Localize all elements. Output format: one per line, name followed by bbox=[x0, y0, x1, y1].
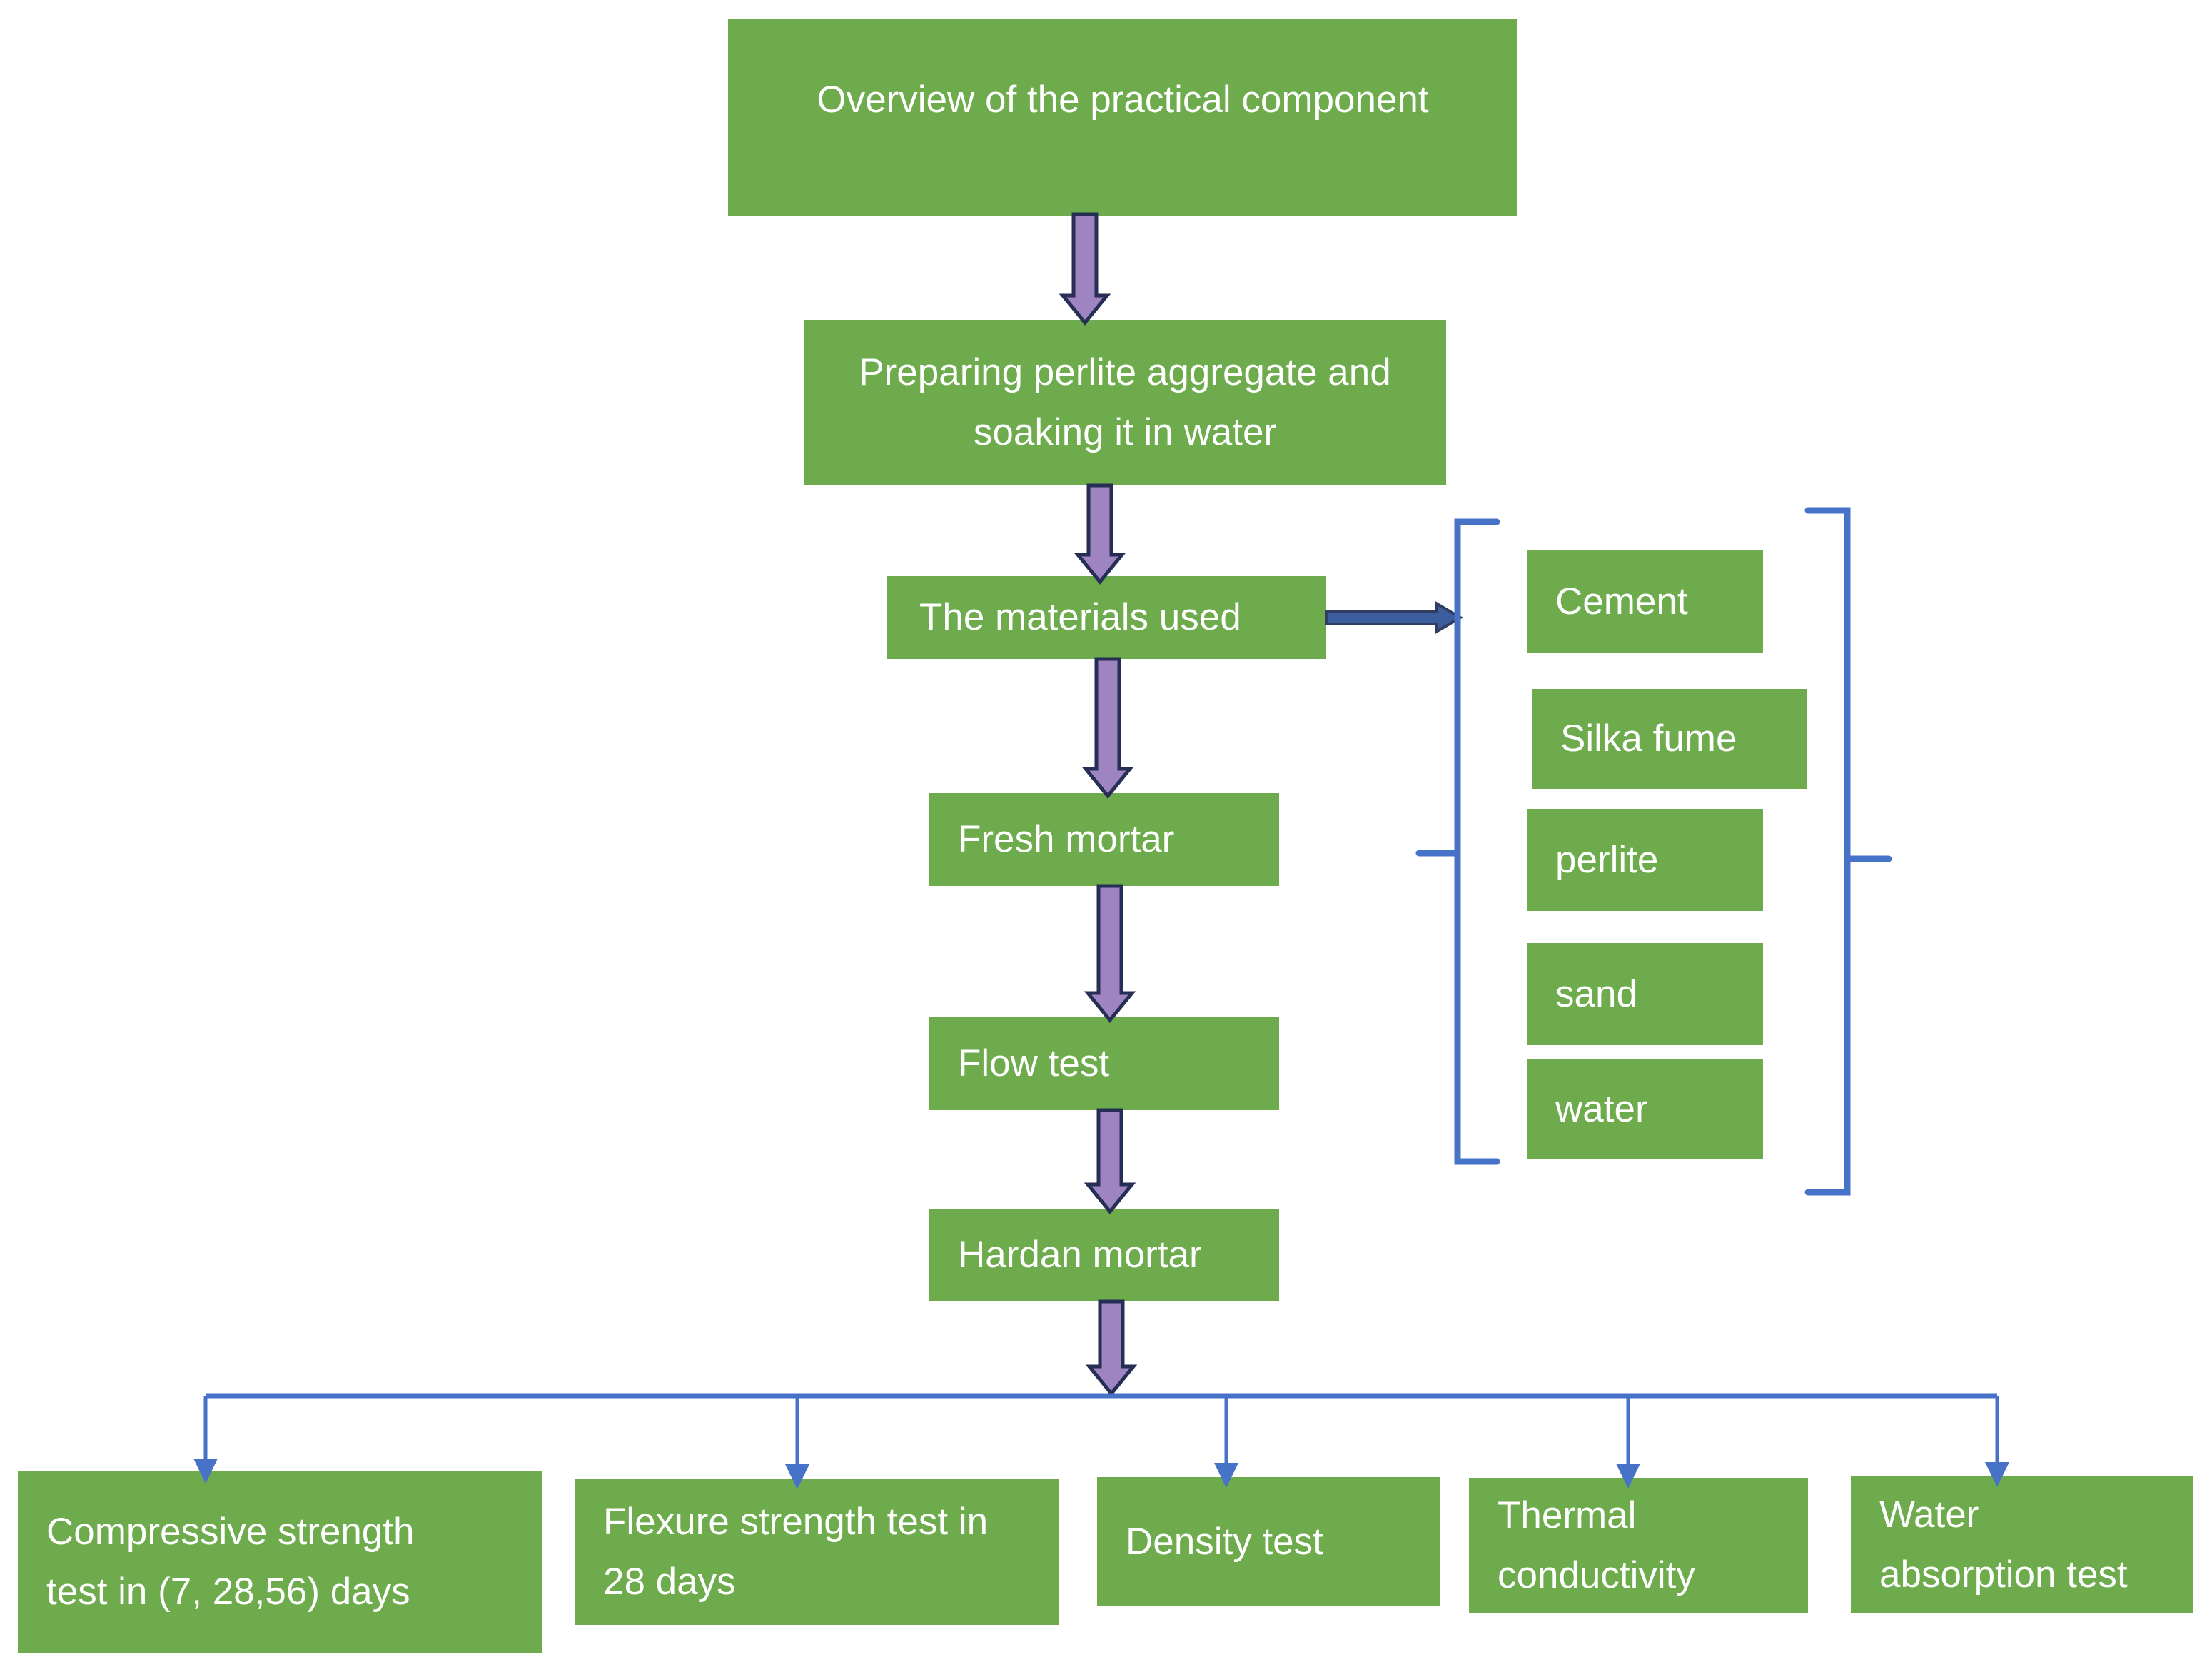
material-item-perlite: perlite bbox=[1527, 809, 1763, 911]
test-water-absorption: Water absorption test bbox=[1851, 1476, 2193, 1613]
material-item-water: water bbox=[1527, 1059, 1763, 1159]
right-bracket-icon bbox=[1804, 507, 1851, 1196]
down-arrow-icon bbox=[1084, 1108, 1136, 1214]
material-item-silka-fume: Silka fume bbox=[1532, 689, 1807, 789]
test-label-line-1: Density test bbox=[1126, 1520, 1323, 1563]
test-label-line-1: Thermal bbox=[1498, 1494, 1637, 1537]
right-arrow-icon bbox=[1325, 600, 1463, 635]
test-label-line-1: Flexure strength test in bbox=[603, 1500, 989, 1543]
test-label-line-2: test in (7, 28,56) days bbox=[46, 1570, 410, 1613]
node-flow-test-label: Flow test bbox=[958, 1042, 1110, 1085]
node-overview-label: Overview of the practical component bbox=[817, 78, 1429, 121]
node-fresh-mortar: Fresh mortar bbox=[929, 793, 1279, 886]
test-density: Density test bbox=[1097, 1477, 1440, 1606]
node-preparing-line-2: soaking it in water bbox=[973, 411, 1277, 453]
material-item-cement: Cement bbox=[1527, 550, 1763, 653]
test-label-line-2: absorption test bbox=[1879, 1553, 2128, 1596]
test-label-line-1: Compressive strength bbox=[46, 1510, 415, 1553]
node-flow-test: Flow test bbox=[929, 1017, 1279, 1110]
node-overview: Overview of the practical component bbox=[728, 19, 1517, 216]
node-preparing-line-1: Preparing perlite aggregate and bbox=[859, 351, 1391, 394]
material-item-label: sand bbox=[1555, 972, 1637, 1015]
node-hardan-mortar: Hardan mortar bbox=[929, 1209, 1279, 1301]
node-fresh-mortar-label: Fresh mortar bbox=[958, 818, 1175, 861]
test-compressive-strength: Compressive strength test in (7, 28,56) … bbox=[18, 1471, 542, 1653]
test-label-line-2: 28 days bbox=[603, 1560, 736, 1603]
down-arrow-icon bbox=[1084, 884, 1136, 1023]
test-label-line-2: conductivity bbox=[1498, 1554, 1695, 1596]
test-label-line-1: Water bbox=[1879, 1494, 1979, 1536]
material-item-label: Cement bbox=[1555, 580, 1688, 623]
down-arrow-icon bbox=[1085, 1299, 1138, 1396]
down-arrow-icon bbox=[1059, 212, 1111, 326]
left-bracket-icon bbox=[1454, 518, 1500, 1165]
material-item-label: perlite bbox=[1555, 838, 1659, 881]
down-arrow-icon bbox=[1074, 483, 1126, 585]
node-materials-used-label: The materials used bbox=[919, 596, 1241, 639]
node-materials-used: The materials used bbox=[887, 576, 1326, 659]
material-item-sand: sand bbox=[1527, 943, 1763, 1045]
test-flexure-strength: Flexure strength test in 28 days bbox=[575, 1479, 1059, 1625]
node-hardan-mortar-label: Hardan mortar bbox=[958, 1234, 1202, 1276]
material-item-label: Silka fume bbox=[1560, 717, 1737, 760]
node-preparing-perlite: Preparing perlite aggregate and soaking … bbox=[804, 320, 1446, 485]
down-arrow-icon bbox=[1081, 657, 1134, 799]
test-thermal-conductivity: Thermal conductivity bbox=[1469, 1478, 1808, 1613]
material-item-label: water bbox=[1555, 1087, 1648, 1130]
